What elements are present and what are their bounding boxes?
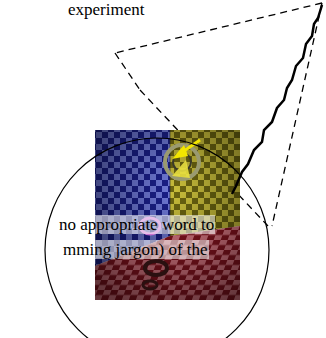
text-label: no appropriate word to: [58, 215, 215, 234]
text-label: experiment: [68, 0, 144, 19]
text-label: mming jargon) of the: [62, 240, 209, 259]
arrow: [172, 140, 200, 159]
circle-outline: [45, 138, 269, 338]
light-ray: [232, 5, 322, 194]
